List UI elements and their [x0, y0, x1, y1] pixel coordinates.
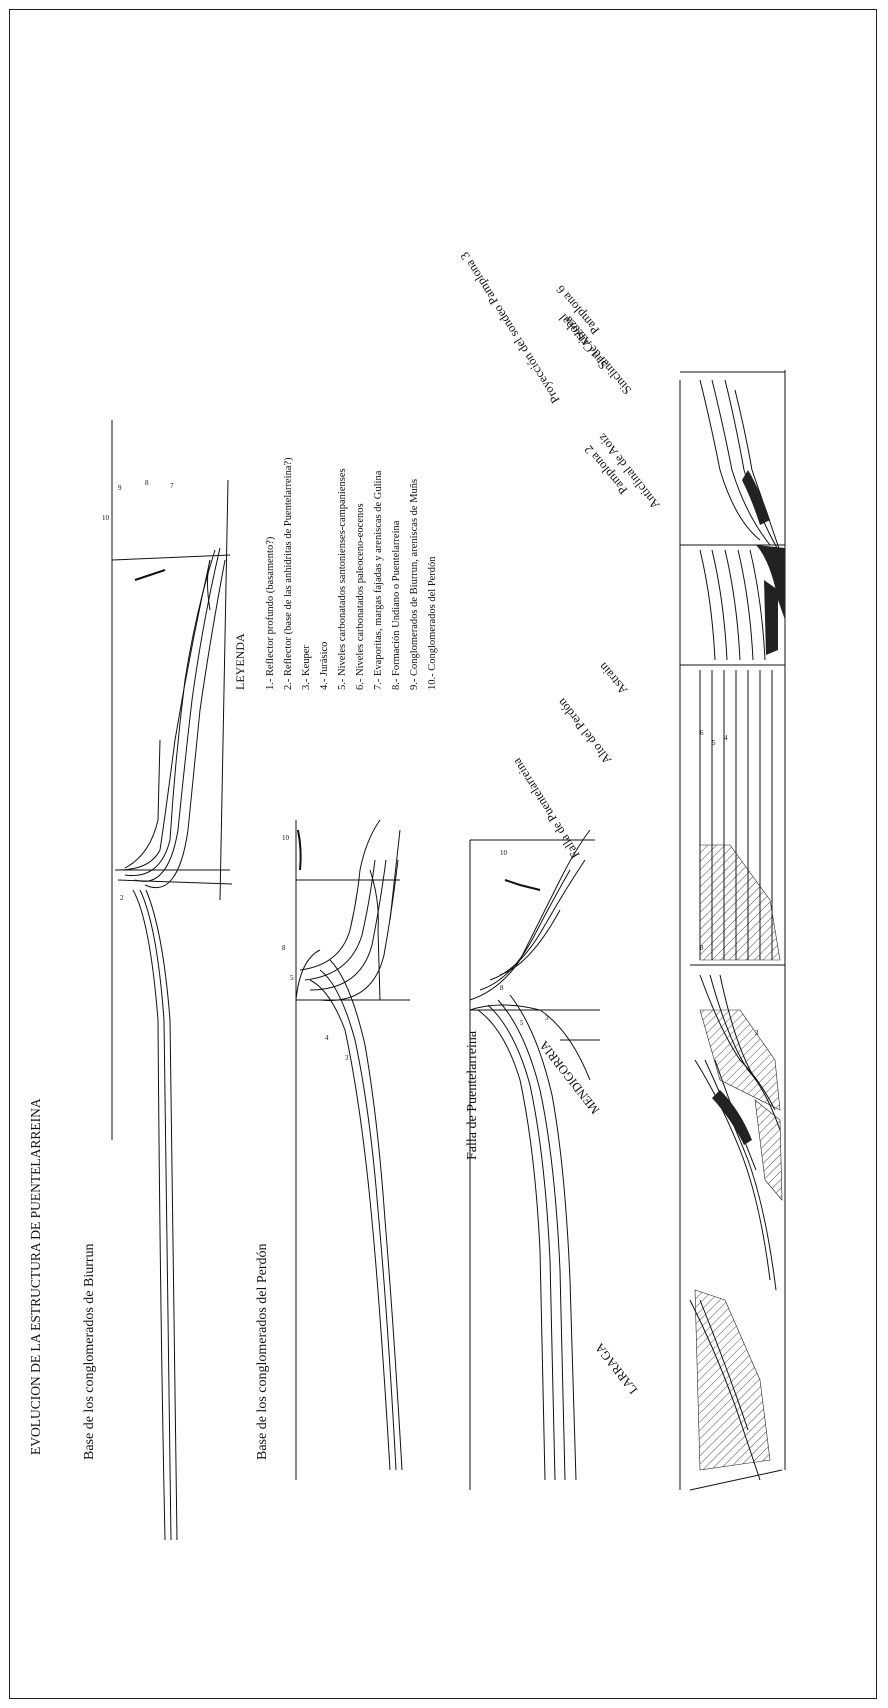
legend-item: 2.- Reflector (base de las anhidritas de… [283, 457, 294, 690]
label-alto-perdon: Alto del Perdón [554, 695, 614, 767]
unit-label: 5 [712, 739, 716, 747]
unit-label: 10 [500, 849, 508, 857]
label-astrain: Astrain [595, 659, 630, 697]
unit-label: 4 [724, 734, 728, 742]
unit-label: 10 [102, 514, 110, 522]
unit-label: 5 [290, 974, 294, 982]
unit-label: 9 [118, 484, 122, 492]
label-falla-puente: Falla de Puentelarreina [509, 755, 582, 861]
legend-item: 1.- Reflector profundo (basamento?) [265, 536, 276, 690]
legend-item: 10.- Conglomerados del Perdón [427, 556, 438, 690]
unit-label: 8 [500, 984, 504, 992]
label-larraga: LARRAGA [592, 1341, 640, 1397]
legend-item: 5.- Niveles carbonatados santonienses-ca… [337, 468, 348, 690]
unit-label: 3 [755, 1029, 759, 1037]
label-pamplona3: Proyección del sondeo Pamplona 3 [458, 249, 563, 405]
section-labels: Pamplona 6 San Cristobal Sinclinal de Al… [458, 249, 663, 1396]
legend-item: 6.- Niveles carbonatados paleoceno-eocen… [355, 503, 366, 690]
panel-perdon-section [296, 820, 410, 1480]
unit-label: 8 [145, 479, 149, 487]
unit-label: 5 [520, 1019, 524, 1027]
legend-heading: LEYENDA [233, 633, 247, 690]
figure-title: EVOLUCION DE LA ESTRUCTURA DE PUENTELARR… [28, 1098, 43, 1455]
fault-line [220, 480, 228, 900]
unit-label: 8 [282, 944, 286, 952]
unit-label: 10 [282, 834, 290, 842]
unit-label: 2 [120, 894, 124, 902]
unit-label: 4 [325, 1034, 329, 1042]
unit-label: 3 [345, 1054, 349, 1062]
legend: LEYENDA 1.- Reflector profundo (basament… [233, 457, 438, 690]
panel-falla-label: Falla de Puentelarreina [465, 1030, 480, 1160]
legend-item: 3.- Keuper [301, 645, 312, 690]
legend-item: 7.- Evaporitas, margas fajadas y arenisc… [373, 470, 384, 690]
unit-label: 7 [170, 482, 174, 490]
unit-label: 3 [545, 1014, 549, 1022]
legend-item: 9.- Conglomerados de Biurrun, areniscas … [409, 479, 420, 690]
unit-label: 8 [700, 944, 704, 952]
panel-perdon-label: Base de los conglomerados del Perdón [255, 1243, 270, 1460]
legend-item: 4.- Jurásico [319, 642, 330, 690]
panel-biurrun-section [112, 420, 232, 1540]
panel-biurrun-label: Base de los conglomerados de Biurrun [82, 1243, 97, 1460]
panel-falla-section [470, 830, 600, 1490]
hatched-units [695, 845, 782, 1470]
label-mendigorria: MENDIGORRIA [537, 1038, 603, 1117]
legend-item: 8.- Formación Undiano o Puentelarreina [391, 520, 402, 690]
text-layer: EVOLUCION DE LA ESTRUCTURA DE PUENTELARR… [28, 249, 759, 1460]
unit-label: 6 [700, 729, 704, 737]
